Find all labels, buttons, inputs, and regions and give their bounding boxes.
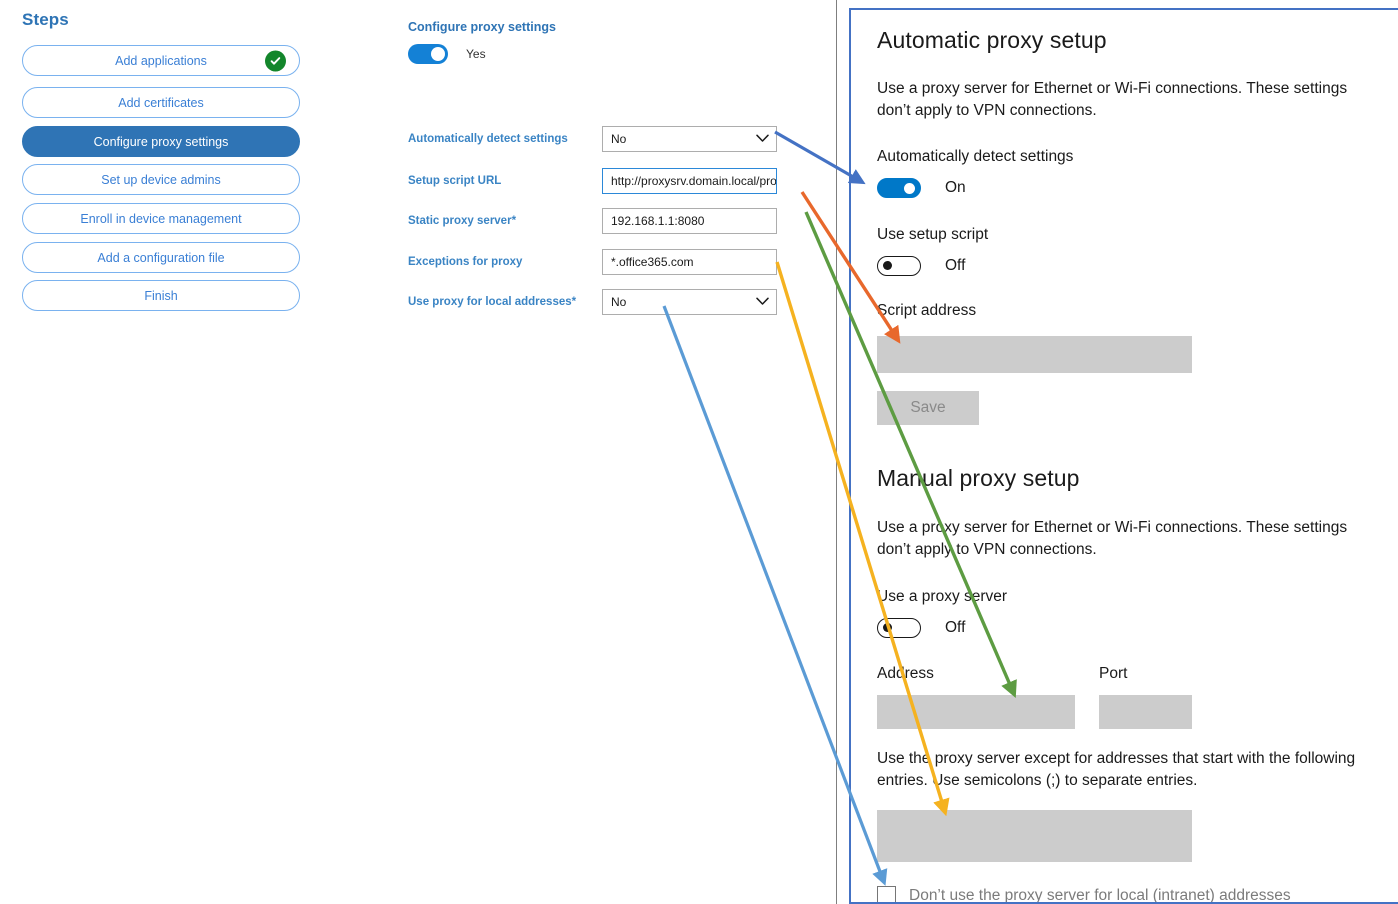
required-asterisk: * <box>571 296 577 308</box>
label-address: Address <box>877 665 934 682</box>
toggle-state-use-setup-script: Off <box>945 257 966 274</box>
check-circle-icon <box>265 50 286 71</box>
input-value: 192.168.1.1:8080 <box>611 214 705 228</box>
input-value: *.office365.com <box>611 255 694 269</box>
input-exceptions-for-proxy[interactable]: *.office365.com <box>602 249 777 275</box>
select-value: No <box>611 295 627 309</box>
step-button-add-a-configuration-file[interactable]: Add a configuration file <box>22 242 300 273</box>
chevron-down-icon <box>756 295 769 309</box>
input-script-address[interactable] <box>877 336 1192 373</box>
toggle-use-a-proxy-server[interactable] <box>877 618 921 638</box>
chevron-down-icon <box>756 132 769 146</box>
step-button-configure-proxy-settings[interactable]: Configure proxy settings <box>22 126 300 157</box>
windows-proxy-settings-panel: Automatic proxy setup Use a proxy server… <box>849 8 1398 904</box>
select-value: No <box>611 132 627 146</box>
configure-proxy-settings-toggle-row: Yes <box>408 44 486 64</box>
toggle-state-automatically-detect-settings: On <box>945 179 966 196</box>
required-asterisk: * <box>511 215 517 227</box>
step-label: Add a configuration file <box>97 250 225 265</box>
toggle-knob <box>904 182 915 194</box>
select-use-proxy-for-local-addresses[interactable]: No <box>602 289 777 315</box>
field-row-static-proxy-server: Static proxy server* 192.168.1.1:8080 <box>330 208 836 234</box>
field-label-exceptions-for-proxy: Exceptions for proxy <box>408 256 523 268</box>
field-row-exceptions-for-proxy: Exceptions for proxy *.office365.com <box>330 249 836 275</box>
configure-proxy-settings-toggle-label: Yes <box>466 47 486 61</box>
checkbox-bypass-local-addresses[interactable] <box>877 886 896 902</box>
step-label: Finish <box>144 288 178 303</box>
manual-proxy-setup-heading: Manual proxy setup <box>877 465 1080 491</box>
field-row-use-proxy-for-local-addresses: Use proxy for local addresses* No <box>330 289 836 315</box>
label-port: Port <box>1099 665 1128 682</box>
step-label: Add applications <box>115 53 207 68</box>
field-label-use-proxy-for-local-addresses: Use proxy for local addresses* <box>408 296 577 308</box>
input-value: http://proxysrv.domain.local/proxy.pa <box>611 174 777 188</box>
manual-proxy-setup-description: Use a proxy server for Ethernet or Wi-Fi… <box>877 519 1348 558</box>
input-exceptions[interactable] <box>877 810 1192 862</box>
exceptions-description: Use the proxy server except for addresse… <box>877 750 1356 789</box>
save-button[interactable]: Save <box>877 391 979 425</box>
field-row-automatically-detect-settings: Automatically detect settings No <box>330 126 836 152</box>
input-setup-script-url[interactable]: http://proxysrv.domain.local/proxy.pa <box>602 168 777 194</box>
checkbox-row-bypass-local-addresses[interactable]: Don’t use the proxy server for local (in… <box>877 886 1291 904</box>
checkbox-label-bypass-local-addresses: Don’t use the proxy server for local (in… <box>909 886 1291 904</box>
label-use-a-proxy-server: Use a proxy server <box>877 588 1008 605</box>
select-automatically-detect-settings[interactable]: No <box>602 126 777 152</box>
step-button-set-up-device-admins[interactable]: Set up device admins <box>22 164 300 195</box>
step-button-enroll-in-device-management[interactable]: Enroll in device management <box>22 203 300 234</box>
label-use-setup-script: Use setup script <box>877 226 989 243</box>
step-label: Enroll in device management <box>80 211 242 226</box>
step-button-add-certificates[interactable]: Add certificates <box>22 87 300 118</box>
step-label: Configure proxy settings <box>93 134 229 149</box>
field-label-automatically-detect-settings: Automatically detect settings <box>408 133 568 145</box>
input-port[interactable] <box>1099 695 1192 729</box>
input-address[interactable] <box>877 695 1075 729</box>
form-title: Configure proxy settings <box>408 20 556 34</box>
automatic-proxy-setup-description: Use a proxy server for Ethernet or Wi-Fi… <box>877 80 1348 119</box>
step-button-finish[interactable]: Finish <box>22 280 300 311</box>
steps-title: Steps <box>22 10 69 29</box>
toggle-row-automatically-detect-settings[interactable]: On <box>877 178 966 198</box>
automatic-proxy-setup-heading: Automatic proxy setup <box>877 27 1107 53</box>
step-label: Add certificates <box>118 95 204 110</box>
field-label-static-proxy-server: Static proxy server* <box>408 215 517 227</box>
proxy-form-panel: Configure proxy settings Yes Automatical… <box>330 0 836 904</box>
configure-proxy-settings-toggle[interactable] <box>408 44 448 64</box>
field-label-setup-script-url: Setup script URL <box>408 175 502 187</box>
toggle-state-use-a-proxy-server: Off <box>945 619 966 636</box>
input-static-proxy-server[interactable]: 192.168.1.1:8080 <box>602 208 777 234</box>
toggle-knob <box>883 261 892 270</box>
steps-panel: Steps Add applications Add certificates … <box>0 0 330 904</box>
toggle-row-use-a-proxy-server[interactable]: Off <box>877 618 965 638</box>
label-script-address: Script address <box>877 302 977 319</box>
toggle-knob <box>431 47 445 61</box>
toggle-use-setup-script[interactable] <box>877 256 921 276</box>
step-button-add-applications[interactable]: Add applications <box>22 45 300 76</box>
step-label: Set up device admins <box>101 172 221 187</box>
toggle-knob <box>883 623 892 632</box>
label-automatically-detect-settings: Automatically detect settings <box>877 148 1074 165</box>
toggle-row-use-setup-script[interactable]: Off <box>877 256 965 276</box>
toggle-automatically-detect-settings[interactable] <box>877 178 921 198</box>
panel-divider <box>836 0 837 904</box>
field-row-setup-script-url: Setup script URL http://proxysrv.domain.… <box>330 168 836 194</box>
